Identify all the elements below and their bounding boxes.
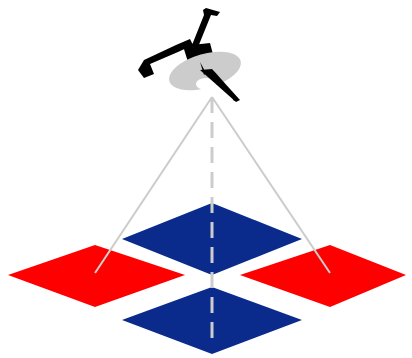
satellite-icon [138,8,245,102]
tile-right-red [240,245,406,307]
tile-left-red [8,245,185,307]
